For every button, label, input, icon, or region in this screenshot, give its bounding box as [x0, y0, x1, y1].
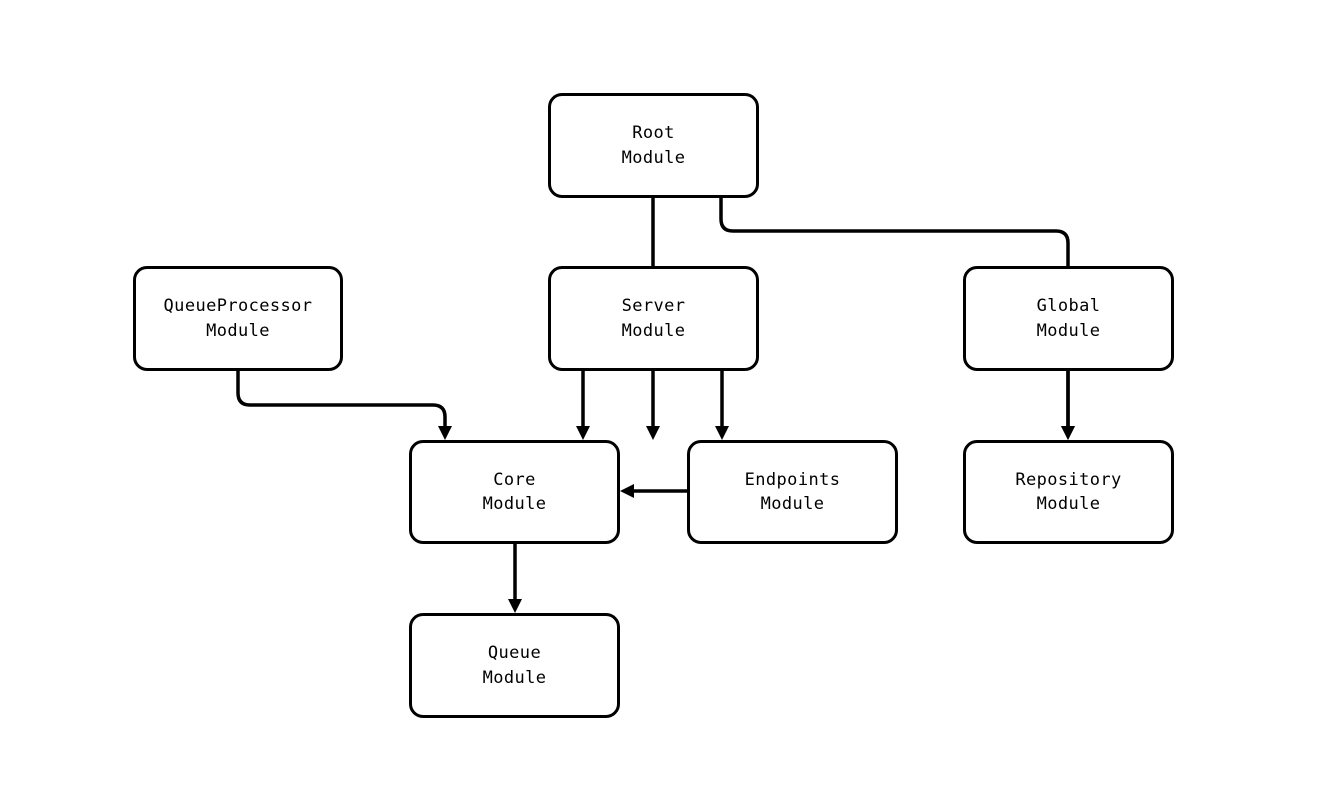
node-server-module-line2: Module: [621, 320, 686, 341]
edge-server-core: [576, 371, 590, 440]
node-endpoints-module-line1: Endpoints: [744, 469, 841, 490]
node-core-module-line2: Module: [482, 494, 547, 514]
edge-server-endpoints: [715, 371, 729, 440]
node-global-module-line2: Module: [1036, 320, 1101, 341]
node-queue-module[interactable]: Queue Module: [409, 613, 620, 718]
node-repository-module-line2: Module: [1036, 494, 1101, 514]
node-server-module[interactable]: Server Module: [548, 266, 759, 371]
node-queueprocessor-module-line2: Module: [206, 320, 270, 341]
node-endpoints-module-line2: Module: [760, 494, 825, 514]
node-core-module-line1: Core: [493, 469, 536, 490]
node-repository-module-line1: Repository: [1015, 469, 1122, 490]
edge-queueprocessor-core: [236, 371, 452, 440]
edge-global-repository: [1061, 371, 1075, 440]
node-global-module-line1: Global: [1036, 296, 1101, 317]
node-root-module-line2: Module: [621, 147, 686, 168]
edge-core-queue: [508, 544, 522, 613]
node-queueprocessor-module-line1: QueueProcessor: [163, 296, 313, 317]
node-core-module[interactable]: Core Module: [409, 440, 620, 544]
edge-endpoints-core: [620, 484, 687, 498]
node-root-module[interactable]: Root Module: [548, 93, 759, 198]
node-queue-module-line1: Queue: [487, 643, 542, 664]
node-global-module[interactable]: Global Module: [963, 266, 1174, 371]
node-repository-module[interactable]: Repository Module: [963, 440, 1174, 544]
node-queueprocessor-module[interactable]: QueueProcessor Module: [133, 266, 343, 371]
node-root-module-line1: Root: [632, 123, 675, 144]
node-server-module-line1: Server: [621, 296, 686, 317]
node-endpoints-module[interactable]: Endpoints Module: [687, 440, 898, 544]
node-queue-module-line2: Module: [482, 667, 547, 688]
